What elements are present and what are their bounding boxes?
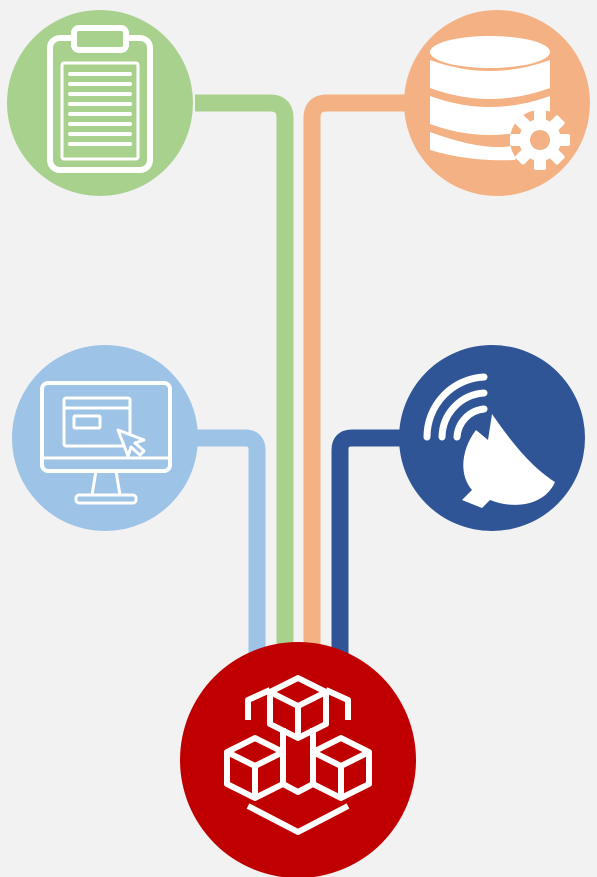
connector-database-to-hub <box>303 94 405 690</box>
database-settings-icon <box>430 36 570 170</box>
computer-monitor-window-icon <box>40 381 172 505</box>
connector-web-app-to-hub <box>195 429 266 690</box>
hub-node <box>180 642 416 877</box>
cubes-cluster-icon <box>224 675 372 835</box>
connector-document-to-hub <box>195 94 294 690</box>
satellite-dish-signal-icon <box>423 373 555 508</box>
connector-satellite-to-hub <box>331 429 405 690</box>
clipboard-document-icon <box>47 25 153 173</box>
web-app-node <box>12 345 198 531</box>
